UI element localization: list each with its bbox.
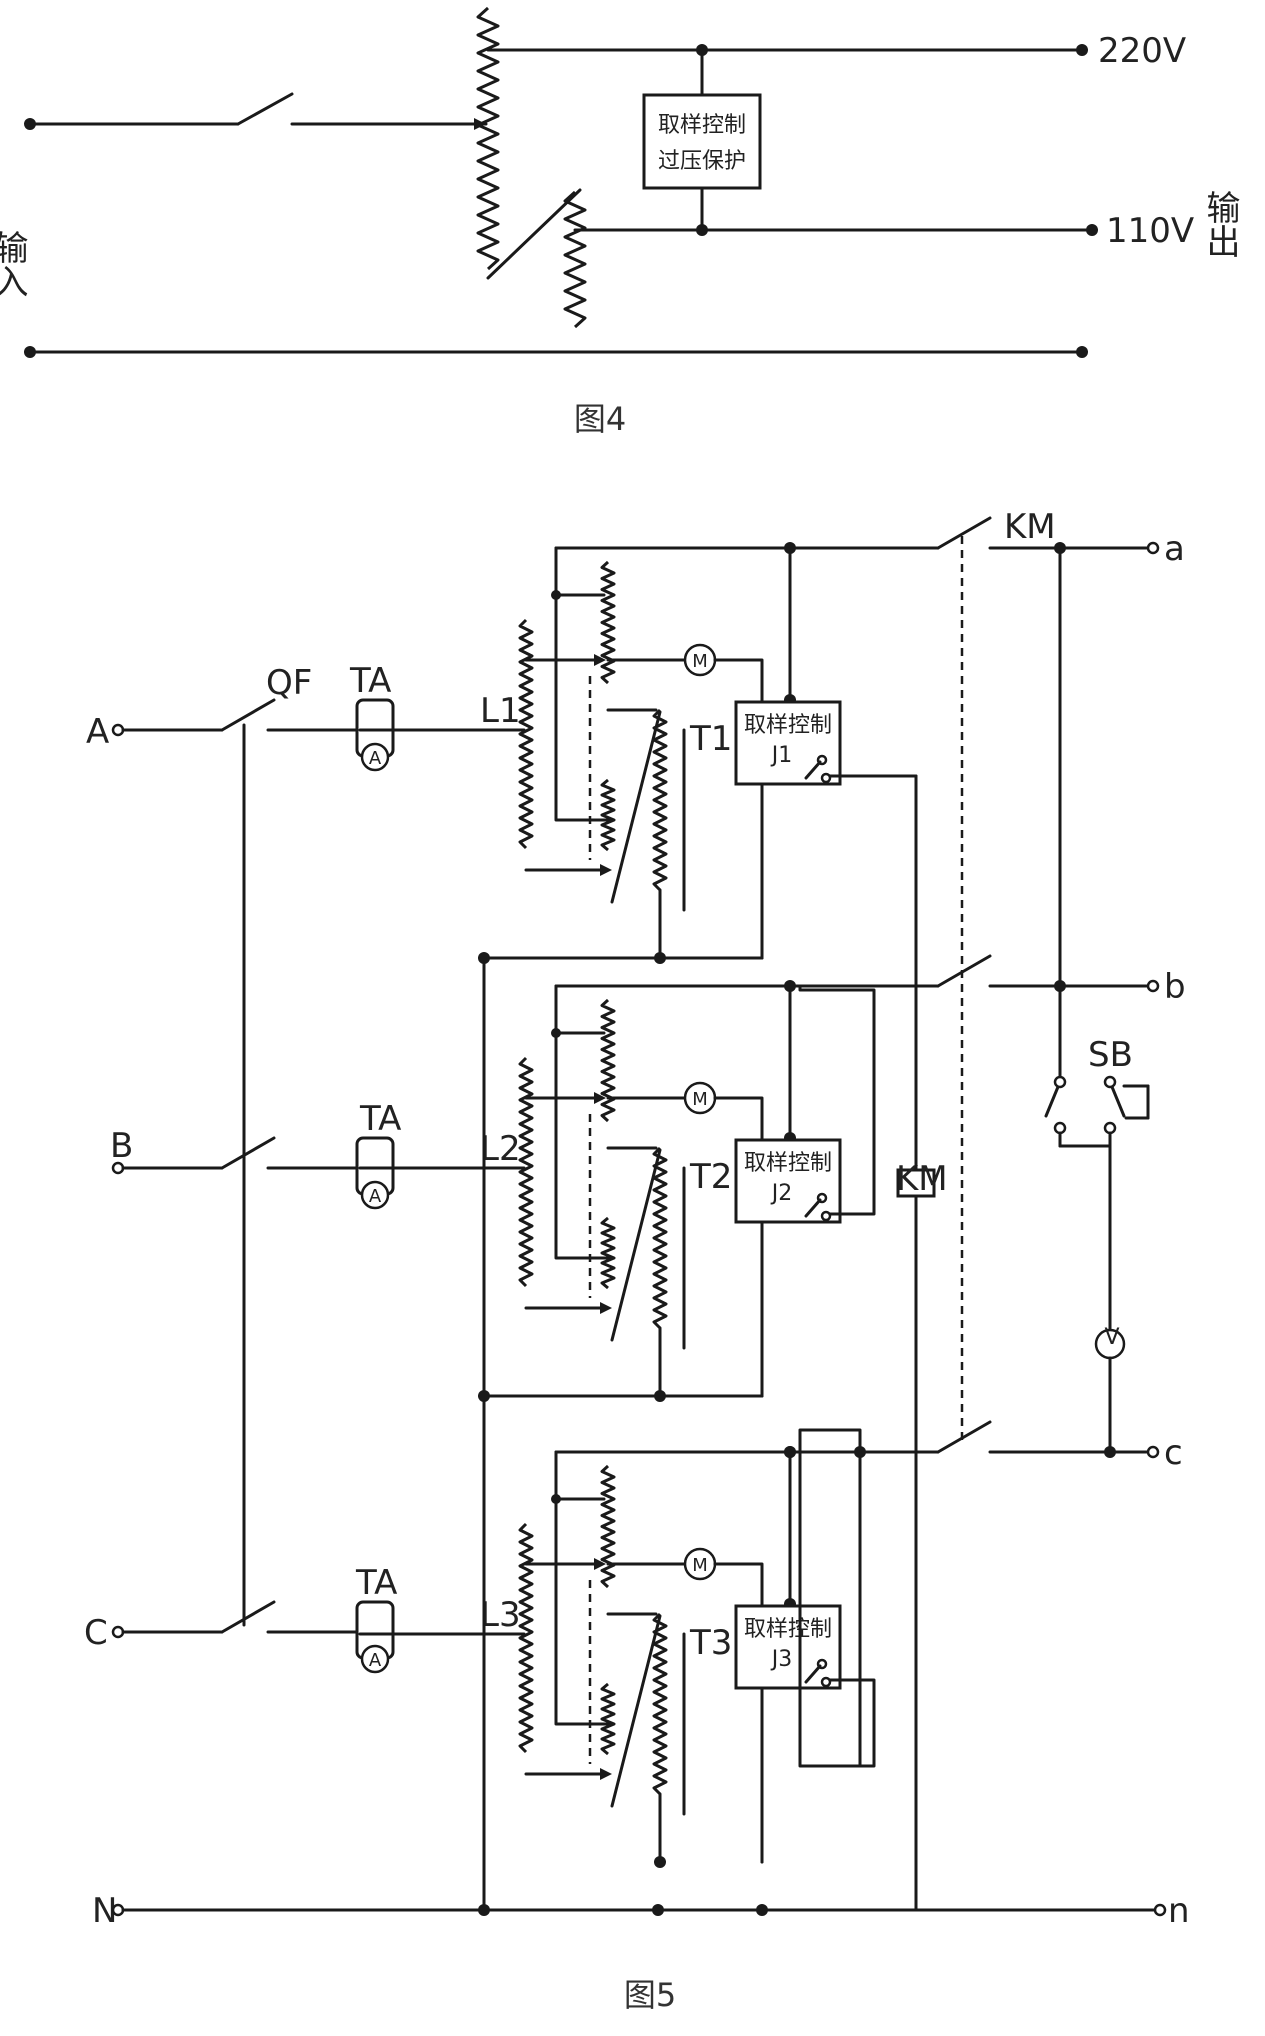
- sampling-control-2: [734, 1138, 842, 1224]
- voltmeter-symbol: V: [1104, 1325, 1119, 1350]
- label-110v: 110V: [1106, 211, 1194, 251]
- transformer-lower-coil-2: [600, 1216, 616, 1290]
- transformer-lower-coil-3: [600, 1682, 616, 1756]
- phase-label-c: C: [84, 1613, 108, 1653]
- km-contact-label: KM: [1004, 507, 1056, 547]
- phase-label-a: A: [86, 712, 109, 752]
- regulator-label-2: L2: [480, 1129, 521, 1169]
- ammeter-c-symbol: A: [369, 1650, 382, 1671]
- box-line2: 过压保护: [658, 149, 746, 174]
- sampling-control-1: [734, 700, 842, 786]
- km-coil: [896, 1168, 936, 1198]
- label-220v: 220V: [1098, 31, 1186, 71]
- regulator-coil-1: [518, 618, 534, 850]
- regulator-coil-2: [518, 1056, 534, 1288]
- out-label-c: c: [1164, 1433, 1183, 1473]
- output-label: 输出: [1200, 190, 1240, 258]
- figure5-caption: 图5: [624, 1976, 676, 2014]
- ta-phase-b: TA A: [355, 1099, 401, 1210]
- box-line1: 取样控制: [658, 113, 746, 138]
- ammeter-b: [360, 1180, 390, 1210]
- transformer-upper-coil-2: [600, 998, 616, 1123]
- transformer-secondary-3: [652, 1612, 668, 1796]
- control-box-label-1: 取样控制: [744, 713, 832, 738]
- ta-label-c: TA: [355, 1563, 397, 1603]
- ta-label-a: TA: [349, 661, 391, 701]
- transformer-upper-coil-3: [600, 1464, 616, 1589]
- ammeter-a-symbol: A: [369, 748, 382, 769]
- terminal-110v: [1086, 224, 1098, 236]
- phase-label-b: B: [110, 1126, 133, 1166]
- motor-symbol-3: M: [692, 1555, 708, 1576]
- ammeter-c: [360, 1644, 390, 1674]
- sampling-control-3: [734, 1604, 842, 1690]
- terminal-220v: [1076, 44, 1088, 56]
- ta-phase-a: TA A: [349, 661, 395, 772]
- km-coil-label: KM: [896, 1159, 948, 1199]
- control-box-label-2: 取样控制: [744, 1151, 832, 1176]
- figure-5: A B C N QF TA A TA A: [84, 507, 1190, 2014]
- ta-label-b: TA: [359, 1099, 401, 1139]
- autotransformer-coil: [476, 6, 500, 271]
- sampling-control-box: [642, 93, 762, 190]
- out-label-b: b: [1164, 967, 1186, 1007]
- secondary-coil: [563, 190, 587, 329]
- regulator-label-3: L3: [480, 1595, 521, 1635]
- figure-4: 220V 110V 取样控制 过压保护 输入 输出 图4: [0, 6, 1240, 438]
- control-box-label-3: 取样控制: [744, 1617, 832, 1642]
- regulator-coil-3: [518, 1522, 534, 1754]
- transformer-secondary-2: [652, 1146, 668, 1330]
- figure4-caption: 图4: [574, 400, 626, 438]
- relay-label-1: J1: [770, 743, 793, 768]
- breaker-label: QF: [266, 663, 312, 703]
- transformer-secondary-1: [652, 708, 668, 892]
- ammeter-b-symbol: A: [369, 1186, 382, 1207]
- transformer-label-3: T3: [689, 1623, 732, 1663]
- selector-switch-sb: SB: [1044, 1035, 1150, 1148]
- regulator-label-1: L1: [480, 691, 521, 731]
- relay-label-3: J3: [770, 1647, 793, 1672]
- ammeter-a: [360, 742, 390, 772]
- input-switch: [236, 92, 294, 126]
- wiper: [486, 188, 582, 280]
- sb-label: SB: [1088, 1035, 1133, 1075]
- relay-label-2: J2: [770, 1181, 793, 1206]
- transformer-lower-coil-1: [600, 778, 616, 852]
- transformer-upper-coil-1: [600, 560, 616, 685]
- out-label-n: n: [1168, 1891, 1190, 1931]
- out-label-a: a: [1164, 529, 1185, 569]
- motor-symbol-1: M: [692, 651, 708, 672]
- transformer-label-1: T1: [689, 719, 732, 759]
- motor-symbol-2: M: [692, 1089, 708, 1110]
- ta-phase-c: TA A: [355, 1563, 397, 1674]
- transformer-label-2: T2: [689, 1157, 732, 1197]
- input-label: 输入: [0, 230, 28, 298]
